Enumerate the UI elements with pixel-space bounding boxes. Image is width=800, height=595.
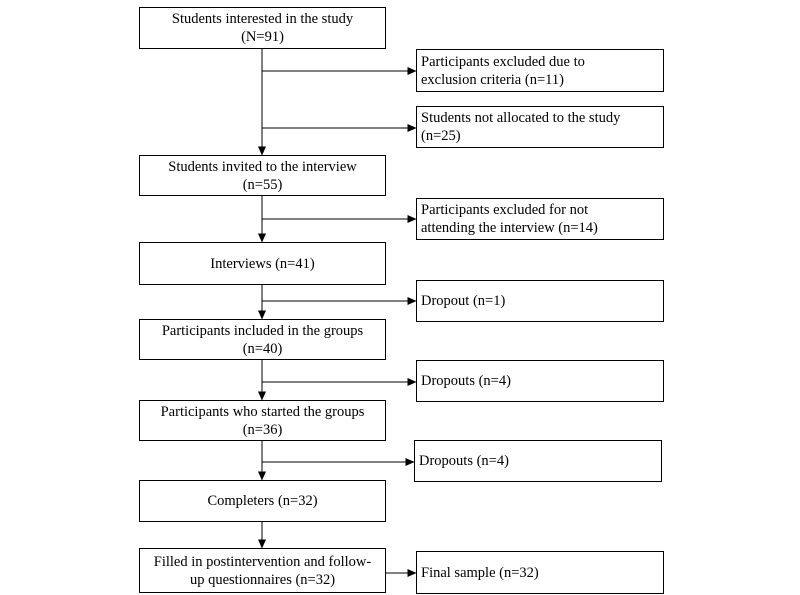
box-participants-included: Participants included in the groups (n=4…	[139, 319, 386, 360]
box-excluded-interview: Participants excluded for not attending …	[416, 198, 664, 240]
box-students-interested: Students interested in the study (N=91)	[139, 7, 386, 49]
box-excluded-criteria: Participants excluded due to exclusion c…	[416, 49, 664, 92]
box-participants-started: Participants who started the groups (n=3…	[139, 400, 386, 441]
box-students-invited-line-1: Students invited to the interview	[168, 158, 357, 175]
box-excluded-criteria-line-2: exclusion criteria (n=11)	[421, 71, 564, 88]
box-excluded-interview-line-2: attending the interview (n=14)	[421, 220, 598, 236]
box-participants-started-line-2: (n=36)	[242, 421, 283, 438]
box-participants-included-line-2: (n=40)	[242, 340, 283, 357]
box-dropout-1-line-1: Dropout (n=1)	[421, 293, 506, 309]
box-students-interested-line-1: Students interested in the study	[171, 11, 354, 27]
box-excluded-criteria-line-1: Participants excluded due to	[421, 53, 585, 70]
box-filled-questionnaires-line-2: up questionnaires (n=32)	[189, 571, 336, 588]
box-students-invited: Students invited to the interview (n=55)	[139, 155, 386, 196]
box-not-allocated: Students not allocated to the study (n=2…	[416, 106, 664, 148]
box-students-interested-line-2: (N=91)	[241, 29, 284, 45]
box-not-allocated-line-1: Students not allocated to the study	[421, 110, 621, 126]
box-dropouts-4a: Dropouts (n=4)	[416, 360, 664, 402]
box-interviews-line-1: Interviews (n=41)	[210, 255, 315, 272]
box-completers: Completers (n=32)	[139, 480, 386, 522]
box-dropout-1: Dropout (n=1)	[416, 280, 664, 322]
box-final-sample-line-1: Final sample (n=32)	[421, 564, 539, 581]
box-not-allocated-line-2: (n=25)	[421, 128, 461, 144]
box-dropouts-4b: Dropouts (n=4)	[414, 440, 662, 482]
box-excluded-interview-line-1: Participants excluded for not	[421, 202, 589, 218]
box-students-invited-line-2: (n=55)	[242, 176, 283, 193]
box-dropouts-4a-line-1: Dropouts (n=4)	[421, 373, 511, 389]
box-interviews: Interviews (n=41)	[139, 242, 386, 285]
box-completers-line-1: Completers (n=32)	[207, 493, 318, 509]
box-filled-questionnaires: Filled in postintervention and follow- u…	[139, 548, 386, 593]
box-participants-started-line-1: Participants who started the groups	[160, 403, 365, 420]
box-participants-included-line-1: Participants included in the groups	[161, 322, 364, 339]
box-dropouts-4b-line-1: Dropouts (n=4)	[419, 453, 509, 469]
box-filled-questionnaires-line-1: Filled in postintervention and follow-	[153, 553, 372, 570]
box-final-sample: Final sample (n=32)	[416, 551, 664, 594]
